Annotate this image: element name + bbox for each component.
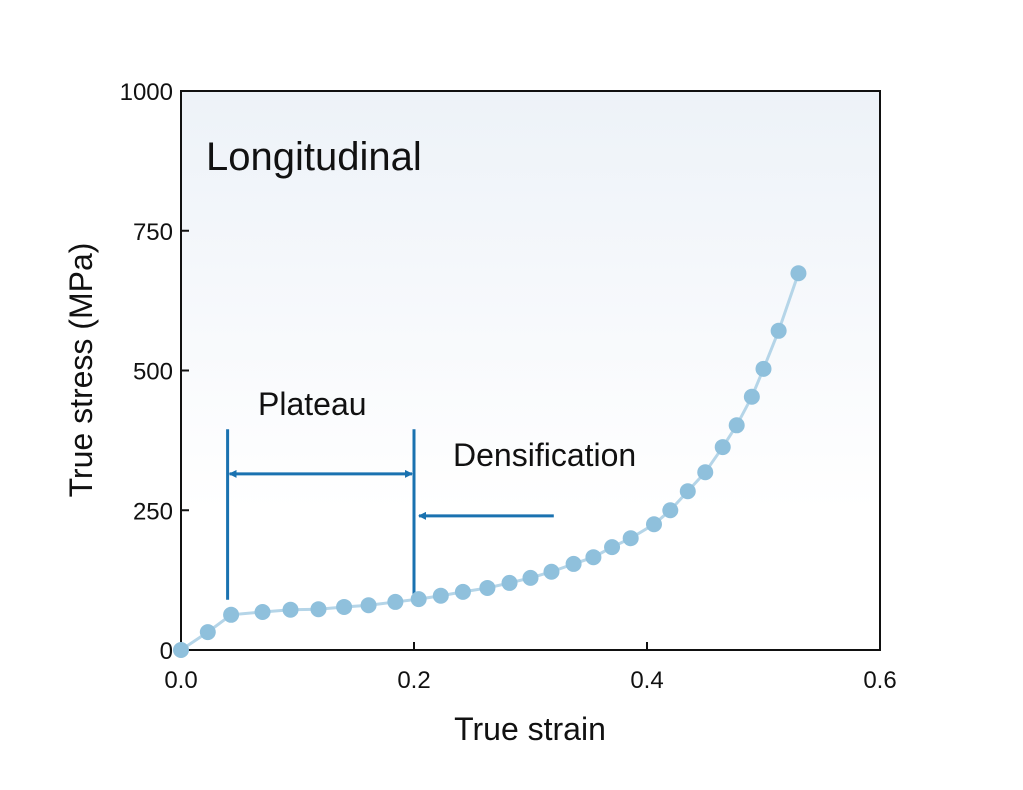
data-point bbox=[604, 539, 621, 556]
x-tick-label: 0.6 bbox=[863, 667, 896, 694]
data-point bbox=[454, 583, 471, 600]
y-tick-label: 1000 bbox=[120, 79, 173, 106]
data-point bbox=[679, 483, 696, 500]
y-tick-label: 500 bbox=[133, 359, 173, 386]
data-point bbox=[585, 549, 602, 566]
data-point bbox=[410, 591, 427, 608]
data-point bbox=[387, 593, 404, 610]
data-point bbox=[770, 322, 787, 339]
data-point bbox=[479, 579, 496, 596]
data-point bbox=[622, 530, 639, 547]
y-tick-label: 250 bbox=[133, 498, 173, 525]
data-point bbox=[501, 574, 518, 591]
data-point bbox=[223, 606, 240, 623]
data-point bbox=[522, 569, 539, 586]
data-point bbox=[645, 516, 662, 533]
data-point bbox=[790, 265, 807, 282]
data-point bbox=[755, 360, 772, 377]
densification-label: Densification bbox=[453, 437, 636, 473]
x-tick-label: 0.4 bbox=[630, 667, 663, 694]
data-point bbox=[199, 624, 216, 641]
data-point bbox=[714, 439, 731, 456]
data-point bbox=[697, 464, 714, 481]
x-tick-label: 0.2 bbox=[397, 667, 430, 694]
data-point bbox=[336, 598, 353, 615]
y-tick-label: 750 bbox=[133, 219, 173, 246]
data-point bbox=[743, 388, 760, 405]
data-point bbox=[662, 502, 679, 519]
data-point bbox=[543, 563, 560, 580]
data-point bbox=[254, 603, 271, 620]
y-axis-label: True stress (MPa) bbox=[63, 243, 99, 498]
data-point bbox=[565, 555, 582, 572]
y-tick-label: 0 bbox=[160, 638, 173, 665]
data-point bbox=[173, 642, 189, 658]
x-tick-label: 0.0 bbox=[164, 667, 197, 694]
data-point bbox=[432, 587, 449, 604]
plateau-label: Plateau bbox=[258, 386, 367, 422]
data-point bbox=[282, 601, 299, 618]
x-axis-label: True strain bbox=[454, 711, 606, 747]
data-point bbox=[728, 417, 745, 434]
data-point bbox=[360, 597, 377, 614]
data-point bbox=[310, 601, 327, 618]
chart-title: Longitudinal bbox=[206, 135, 422, 179]
